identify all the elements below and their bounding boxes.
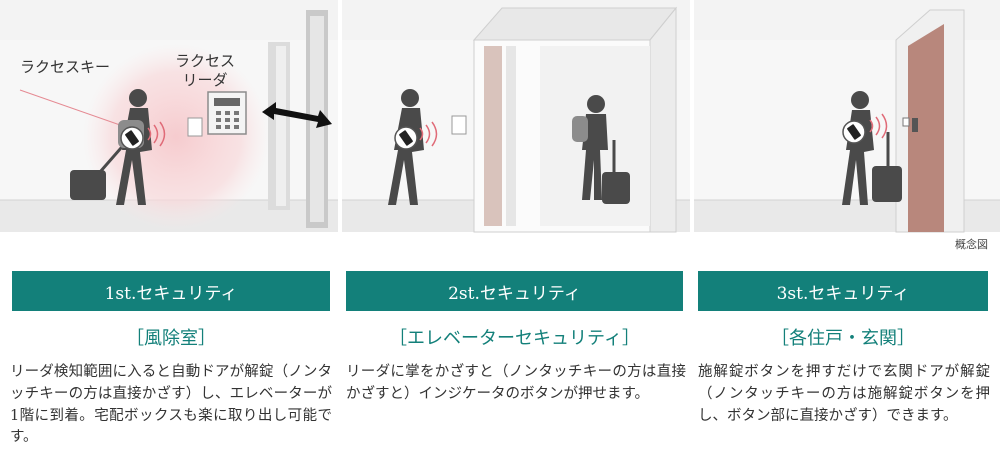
step-3-heading: 3st.セキュリティ [698,271,988,311]
reader-label: ラクセス リーダ [170,52,240,90]
signal-waves-2 [419,121,438,147]
step-2-heading: 2st.セキュリティ [346,271,683,311]
scene-svg [0,0,1000,233]
signal-waves-3 [869,113,888,139]
step-3-subtitle: ［各住戸・玄関］ [771,328,915,349]
step-2-description: リーダに掌をかざすと（ノンタッチキーの方は直接かざすと）インジケータのボタンが押… [346,364,686,402]
entrance-door [895,9,965,233]
key-fob-icon-3 [842,120,866,144]
reader-label-line2: リーダ [182,70,228,89]
step-1-description: リーダ検知範囲に入ると自動ドアが解錠（ノンタッチキーの方は直接かざす）し、エレベ… [10,364,332,446]
key-label: ラクセスキー [20,58,111,76]
signal-waves-1 [147,121,166,147]
key-fob-icon-1 [120,126,144,150]
key-fob-icon-2 [394,126,418,150]
step-1-subtitle: ［風除室］ [126,328,216,349]
person-silhouette-3 [572,95,630,204]
concept-caption: 概念図 [955,238,988,251]
reader-label-line1: ラクセス [174,52,235,70]
elevator-reader [451,115,467,135]
access-reader-panel [187,91,247,137]
elevator-car [472,6,678,233]
step-2-subtitle: ［エレベーターセキュリティ］ [389,328,640,349]
security-illustration: ラクセスキー ラクセス リーダ 概念図 [0,0,1000,251]
step-3-description: 施解錠ボタンを押すだけで玄関ドアが解錠（ノンタッチキーの方は施解錠ボタンを押し、… [698,364,990,424]
door-slide-arrow [262,102,332,128]
step-1-heading: 1st.セキュリティ [12,271,330,311]
detection-range-glow [83,44,269,230]
